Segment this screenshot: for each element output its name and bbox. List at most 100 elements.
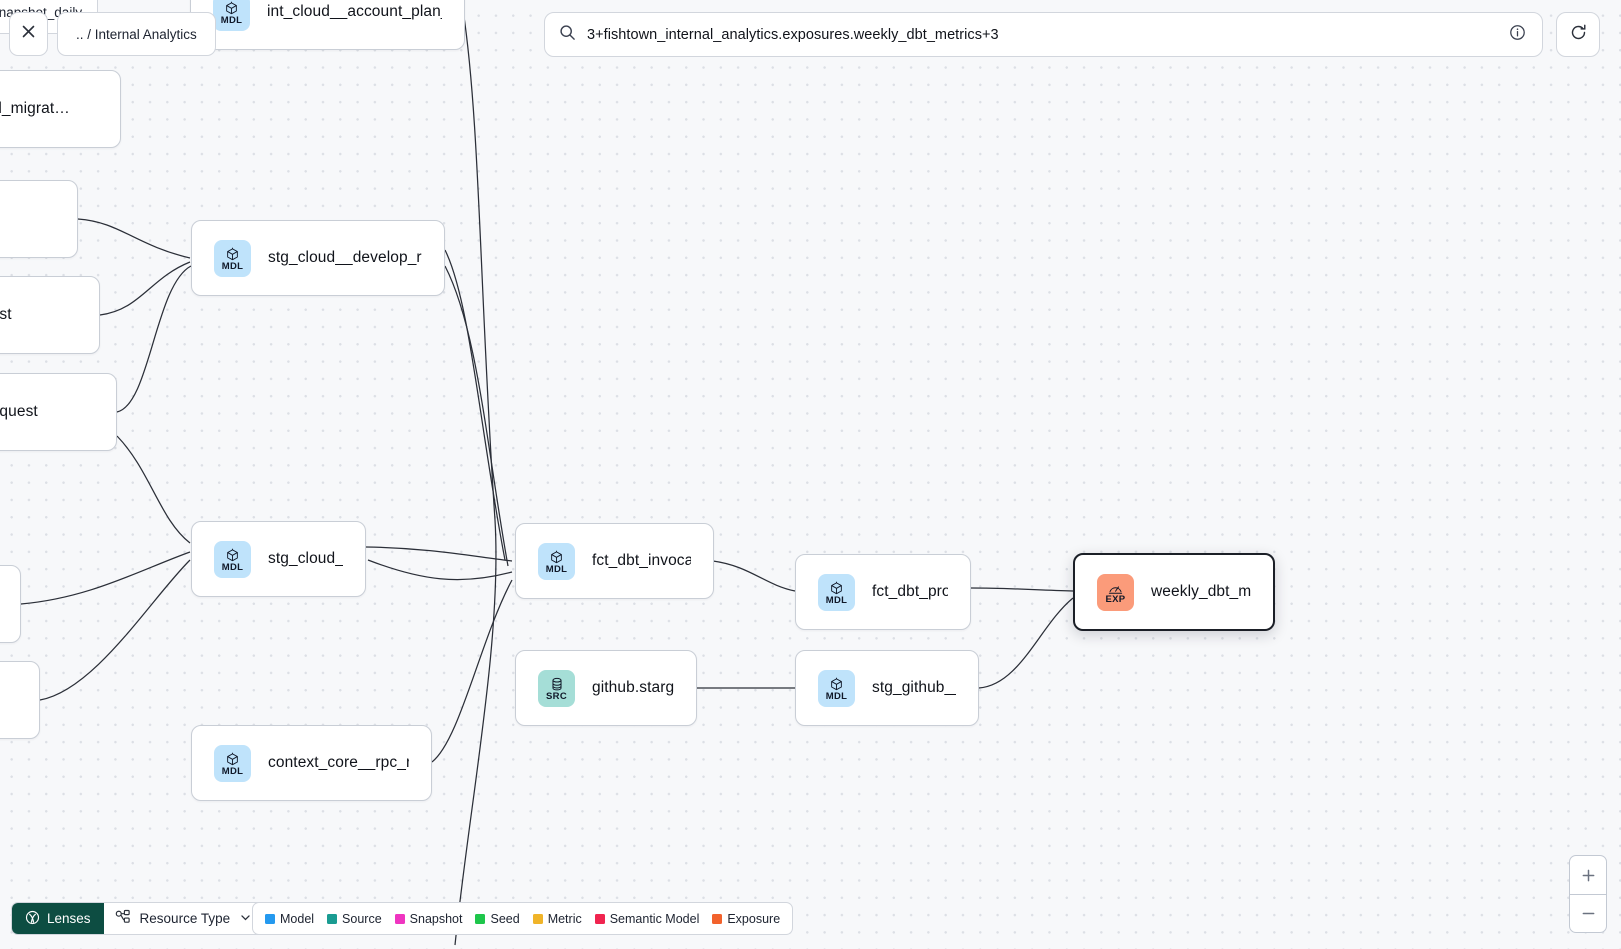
refresh-button[interactable] xyxy=(1556,12,1600,57)
lineage-node[interactable]: MDL int_cloud__account_plan_history xyxy=(190,0,465,50)
node-type-label: MDL xyxy=(825,690,848,702)
legend-label: Model xyxy=(280,911,315,926)
zoom-in-button[interactable] xyxy=(1570,856,1606,894)
legend-item-exposure[interactable]: Exposure xyxy=(712,912,780,926)
lens-icon xyxy=(25,910,40,928)
lineage-edge xyxy=(39,559,191,701)
node-type-label: MDL xyxy=(221,561,244,573)
lenses-label: Lenses xyxy=(47,911,91,926)
legend-item-metric[interactable]: Metric xyxy=(532,911,582,926)
node-label: velop_request xyxy=(0,306,12,323)
node-label: context_core__rpc_request xyxy=(268,754,409,771)
node-label: stg_cloud__runs xyxy=(268,550,343,567)
resource-type-legend: Model Source Snapshot Seed Metric Semantic Mo… xyxy=(252,902,794,935)
search-icon xyxy=(559,24,576,46)
cube-icon: MDL xyxy=(214,239,251,277)
close-icon xyxy=(20,23,37,45)
lineage-node[interactable]: _develop_request xyxy=(0,373,117,451)
lineage-edge xyxy=(99,261,191,316)
lineage-node[interactable]: p_request xyxy=(0,180,78,258)
legend-item-semantic-model[interactable]: Semantic Model xyxy=(594,911,700,926)
lineage-edge xyxy=(116,265,192,413)
lineage-node[interactable]: EXP weekly_dbt_metrics xyxy=(1073,553,1275,631)
resource-type-icon xyxy=(115,909,131,928)
zoom-controls xyxy=(1569,855,1607,933)
legend-swatch xyxy=(712,913,723,924)
node-label: stg_cloud__develop_requests xyxy=(268,249,422,266)
node-label: stg_github__stars xyxy=(872,679,956,696)
database-icon: SRC xyxy=(538,669,575,707)
info-icon[interactable] xyxy=(1509,24,1526,46)
lineage-node[interactable]: MDL context_core__rpc_request xyxy=(191,725,432,801)
cube-icon: MDL xyxy=(818,573,855,611)
node-label: int_cloud__account_plan_history xyxy=(267,3,442,20)
lineage-edge xyxy=(20,551,191,605)
lineage-edge xyxy=(444,249,506,561)
cube-icon: MDL xyxy=(818,669,855,707)
resource-type-button[interactable]: Resource Type xyxy=(103,903,265,934)
close-tab-button[interactable] xyxy=(9,12,48,56)
legend-label: Metric xyxy=(547,911,582,926)
cube-icon: MDL xyxy=(214,540,251,578)
lineage-node[interactable]: n xyxy=(0,565,21,643)
legend-item-model[interactable]: Model xyxy=(265,912,314,926)
lineage-edge xyxy=(970,587,1074,592)
lineage-node[interactable]: multicell_migrat… xyxy=(0,70,121,148)
cube-icon: MDL xyxy=(213,0,250,31)
node-label: multicell_migrat… xyxy=(0,100,70,117)
lineage-edge xyxy=(978,597,1074,689)
legend-label: Seed xyxy=(490,911,520,926)
node-type-label: MDL xyxy=(221,765,244,777)
lineage-node[interactable]: velop_request xyxy=(0,276,100,354)
breadcrumb-label: .. / Internal Analytics xyxy=(76,26,197,42)
lenses-button[interactable]: Lenses xyxy=(12,903,104,934)
lineage-edge xyxy=(365,546,513,562)
node-label: fct_dbt_projects xyxy=(872,583,948,600)
legend-swatch xyxy=(532,913,543,924)
node-type-label: EXP xyxy=(1105,594,1126,605)
bottom-toolbar: Lenses Resource Type xyxy=(11,902,266,935)
lineage-edge xyxy=(116,435,191,544)
legend-swatch xyxy=(265,913,275,924)
lineage-node[interactable]: MDL fct_dbt_projects xyxy=(795,554,971,630)
legend-label: Source xyxy=(342,911,382,926)
lineage-edge xyxy=(712,560,796,592)
legend-item-seed[interactable]: Seed xyxy=(475,911,520,926)
node-type-label: MDL xyxy=(220,14,243,26)
node-type-label: MDL xyxy=(545,563,568,575)
lineage-edge xyxy=(77,218,191,259)
lineage-node[interactable]: MDL stg_github__stars xyxy=(795,650,979,726)
lineage-edge xyxy=(454,9,497,946)
node-type-label: SRC xyxy=(546,690,567,702)
node-label: _develop_request xyxy=(0,403,38,420)
lineage-node[interactable]: MDL fct_dbt_invocations xyxy=(515,523,714,599)
legend-swatch xyxy=(394,913,405,924)
node-label: github.stargazers xyxy=(592,679,674,696)
cube-icon: MDL xyxy=(538,542,575,580)
search-input[interactable] xyxy=(587,26,1498,43)
refresh-icon xyxy=(1569,23,1588,47)
search-bar[interactable] xyxy=(544,12,1543,57)
legend-item-source[interactable]: Source xyxy=(327,912,382,926)
legend-swatch xyxy=(327,913,338,924)
cube-icon: MDL xyxy=(214,744,251,782)
legend-swatch xyxy=(594,913,605,924)
legend-label: Snapshot xyxy=(409,911,463,926)
lineage-edge xyxy=(367,559,513,581)
breadcrumb-tab[interactable]: .. / Internal Analytics xyxy=(57,12,216,56)
legend-label: Semantic Model xyxy=(609,911,700,926)
zoom-out-button[interactable] xyxy=(1570,894,1606,932)
legend-item-snapshot[interactable]: Snapshot xyxy=(394,911,463,926)
node-type-label: MDL xyxy=(825,594,848,606)
legend-label: Exposure xyxy=(727,911,781,926)
lineage-node[interactable]: MDL stg_cloud__runs xyxy=(191,521,366,597)
node-type-label: MDL xyxy=(221,260,244,272)
legend-swatch xyxy=(475,913,486,924)
lineage-node[interactable]: SRC github.stargazers xyxy=(515,650,697,726)
lineage-node[interactable]: MDL stg_cloud__develop_requests xyxy=(191,220,445,296)
node-label: fct_dbt_invocations xyxy=(592,552,691,569)
node-label: weekly_dbt_metrics xyxy=(1151,583,1251,600)
lenses-group: Lenses Resource Type xyxy=(11,902,266,935)
lineage-node[interactable]: _run xyxy=(0,661,40,739)
